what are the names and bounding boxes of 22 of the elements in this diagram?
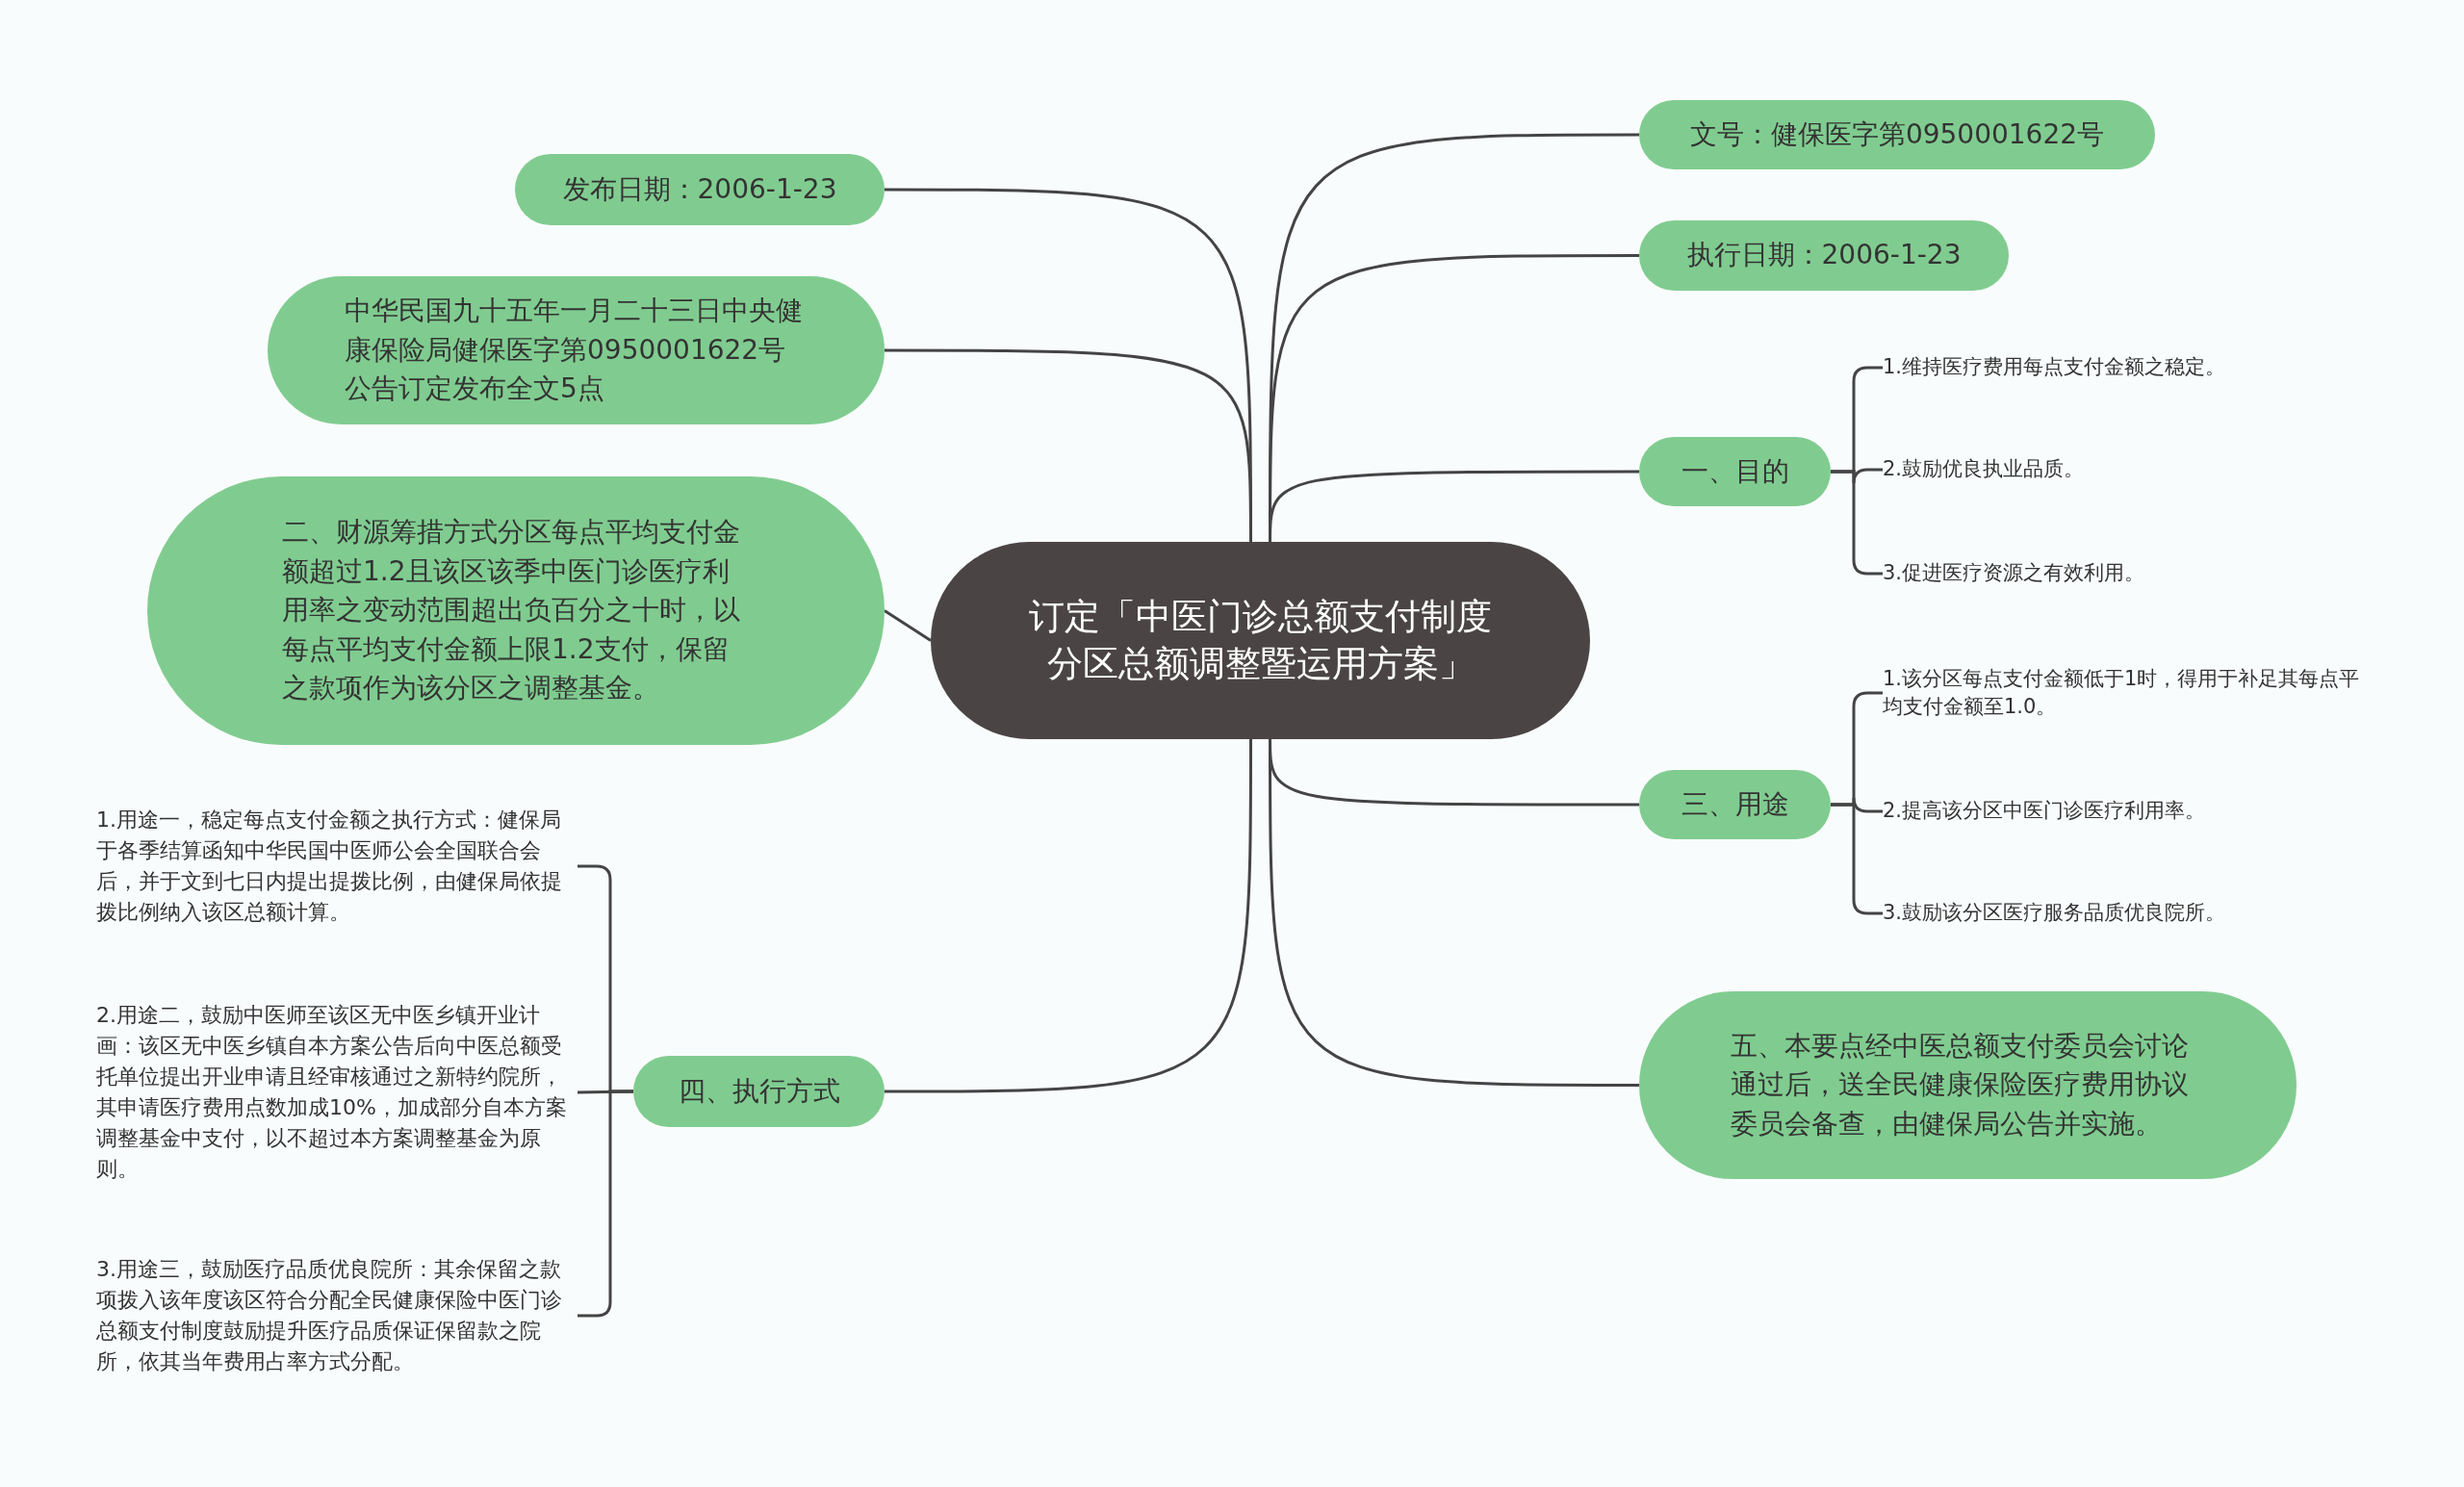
topic-text: 3.鼓励该分区医疗服务品质优良院所。 [1883,894,2345,933]
topic-text: 1.该分区每点支付金额低于1时，得用于补足其每点平均支付金额至1.0。 [1883,662,2364,724]
topic-text: 2.鼓励优良执业品质。 [1883,450,2345,489]
topic-pill: 执行日期：2006-1-23 [1639,220,2009,291]
topic-pill: 二、财源筹措方式分区每点平均支付金额超过1.2且该区该季中医门诊医疗利用率之变动范围超出负百分之十时，以每点平均支付金额上限1.2支付，保留之款项作为该分区之调整基金。 [147,476,885,745]
topic-text: 1.维持医疗费用每点支付金额之稳定。 [1883,348,2345,387]
connector-line [1269,470,1639,544]
topic-pill: 三、用途 [1639,770,1831,839]
topic-pill: 文号：健保医字第0950001622号 [1639,100,2155,169]
topic-pill: 中华民国九十五年一月二十三日中央健康保险局健保医字第0950001622号公告订定发布全文5点 [268,276,885,424]
connector-line [884,609,932,642]
topic-text: 3.用途三，鼓励医疗品质优良院所：其余保留之款项拨入该年度该区符合分配全民健康保险中医门诊总额支付制度鼓励提升医疗品质保证保留款之院所，依其当年费用占率方式分配。 [96,1243,578,1388]
topic-pill: 一、目的 [1639,437,1831,506]
topic-pill: 发布日期：2006-1-23 [515,154,885,225]
connector-line [885,737,1252,1093]
topic-pill: 五、本要点经中医总额支付委员会讨论通过后，送全民健康保险医疗费用协议委员会备查，由健保局公告并实施。 [1639,991,2297,1179]
topic-text: 2.用途二，鼓励中医师至该区无中医乡镇开业计画：该区无中医乡镇自本方案公告后向中医总额受托单位提出开业申请且经审核通过之新特约院所，其申请医疗费用点数加成10%，加成部分自本方案调整基金中支付，以不超过本方案调整基金为原则。 [96,991,578,1193]
topic-text: 2.提高该分区中医门诊医疗利用率。 [1883,792,2345,831]
topic-text: 1.用途一，稳定每点支付金额之执行方式：健保局于各季结算函知中华民国中医师公会全国联合会后，并于文到七日内提出提拨比例，由健保局依提拨比例纳入该区总额计算。 [96,799,578,934]
topic-pill: 四、执行方式 [633,1056,885,1127]
central-topic: 订定「中医门诊总额支付制度分区总额调整暨运用方案」 [931,542,1590,739]
topic-text: 3.促进医疗资源之有效利用。 [1883,554,2345,593]
